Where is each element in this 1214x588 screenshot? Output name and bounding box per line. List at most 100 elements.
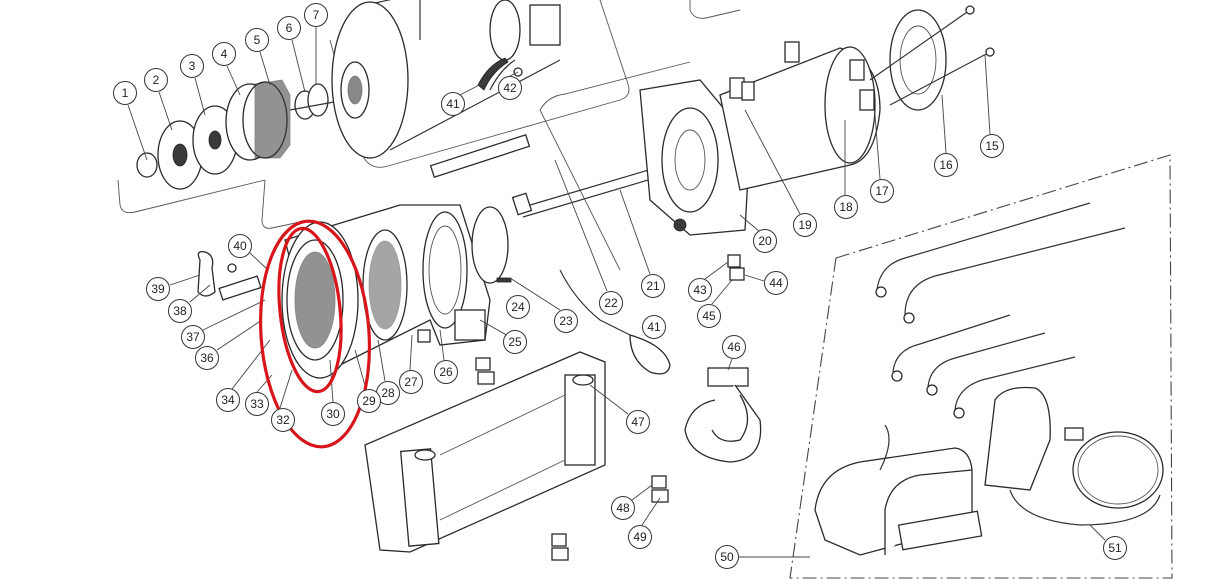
part-number: 42 [503,81,517,95]
end-cap [869,5,995,111]
part-number: 5 [253,33,261,47]
part-number: 17 [875,184,889,198]
part-number: 1 [121,86,129,100]
part-callout-39[interactable]: 39 [146,277,170,301]
part-callout-4[interactable]: 4 [212,42,236,66]
drum-assembly [331,0,561,159]
part-number: 15 [985,139,999,153]
part-callout-46[interactable]: 46 [722,335,746,359]
part-callout-29[interactable]: 29 [357,389,381,413]
part-callout-27[interactable]: 27 [399,370,423,394]
part-callout-21[interactable]: 21 [641,274,665,298]
highlight-annotations [258,219,372,449]
part-number: 33 [250,397,264,411]
part-number: 7 [312,8,320,22]
part-number: 26 [439,365,453,379]
clutch-handle [197,251,262,301]
part-number: 2 [152,73,160,87]
gear-housing [281,204,509,379]
highlight-outer-ring [258,219,372,449]
leader-lines [127,27,1106,558]
group-outlines [117,0,1173,579]
part-callout-34[interactable]: 34 [216,388,240,412]
control-box [814,424,983,556]
part-callout-37[interactable]: 37 [181,325,205,349]
part-number: 44 [769,276,783,290]
part-number: 47 [631,415,645,429]
part-callout-42[interactable]: 42 [498,76,522,100]
part-callout-49[interactable]: 49 [628,525,652,549]
part-callout-5[interactable]: 5 [245,28,269,52]
part-callout-51[interactable]: 51 [1103,536,1127,560]
part-callout-2[interactable]: 2 [144,68,168,92]
part-callout-23[interactable]: 23 [554,309,578,333]
part-number: 50 [720,550,734,564]
part-number: 41 [446,97,460,111]
part-callout-17[interactable]: 17 [870,179,894,203]
part-callout-24[interactable]: 24 [506,295,530,319]
wire-rope-loop [559,269,671,375]
battery-cables [875,202,1126,419]
part-number: 29 [362,394,376,408]
part-number: 16 [939,158,953,172]
part-number: 39 [151,282,165,296]
motor [719,41,881,191]
part-callout-22[interactable]: 22 [599,291,623,315]
part-callout-32[interactable]: 32 [271,408,295,432]
part-callout-19[interactable]: 19 [793,213,817,237]
part-number: 6 [285,21,293,35]
part-callout-50[interactable]: 50 [715,545,739,569]
roller-fairlead [364,351,606,553]
part-callout-15[interactable]: 15 [980,134,1004,158]
part-number: 22 [604,296,618,310]
part-callout-25[interactable]: 25 [503,330,527,354]
part-number: 3 [188,59,196,73]
part-number: 36 [200,351,214,365]
part-callout-26[interactable]: 26 [434,360,458,384]
part-callout-36[interactable]: 36 [195,346,219,370]
part-callout-7[interactable]: 7 [304,3,328,27]
part-number: 21 [646,279,660,293]
part-callout-41b[interactable]: 41 [642,315,666,339]
brake-assembly [477,0,561,91]
part-callout-43[interactable]: 43 [688,278,712,302]
planetary-gear-set [136,79,346,190]
part-callout-6[interactable]: 6 [277,16,301,40]
part-number: 34 [221,393,235,407]
motor-end-housing [639,79,751,236]
part-callout-44[interactable]: 44 [764,271,788,295]
part-number: 43 [693,283,707,297]
part-number: 49 [633,530,647,544]
part-callout-16[interactable]: 16 [934,153,958,177]
part-callout-45[interactable]: 45 [697,304,721,328]
part-number: 18 [839,200,853,214]
part-callout-41a[interactable]: 41 [441,92,465,116]
part-number: 32 [276,413,290,427]
highlight-inner-ring [277,226,343,394]
part-number: 24 [511,300,525,314]
part-number: 46 [727,340,741,354]
hook [684,367,762,463]
part-callout-1[interactable]: 1 [113,81,137,105]
part-number: 30 [326,407,340,421]
part-callout-33[interactable]: 33 [245,392,269,416]
remote-control [984,386,1164,526]
part-callout-38[interactable]: 38 [168,299,192,323]
part-callout-18[interactable]: 18 [834,195,858,219]
part-callout-20[interactable]: 20 [753,229,777,253]
part-callout-3[interactable]: 3 [180,54,204,78]
fasteners [417,254,745,561]
part-number: 25 [508,335,522,349]
part-number: 27 [404,375,418,389]
part-number: 41 [647,320,661,334]
part-callout-47[interactable]: 47 [626,410,650,434]
part-callout-48[interactable]: 48 [611,496,635,520]
part-number: 48 [616,501,630,515]
part-callout-40[interactable]: 40 [228,234,252,258]
part-number: 23 [559,314,573,328]
part-number: 38 [173,304,187,318]
part-number: 51 [1108,541,1122,555]
part-callout-30[interactable]: 30 [321,402,345,426]
